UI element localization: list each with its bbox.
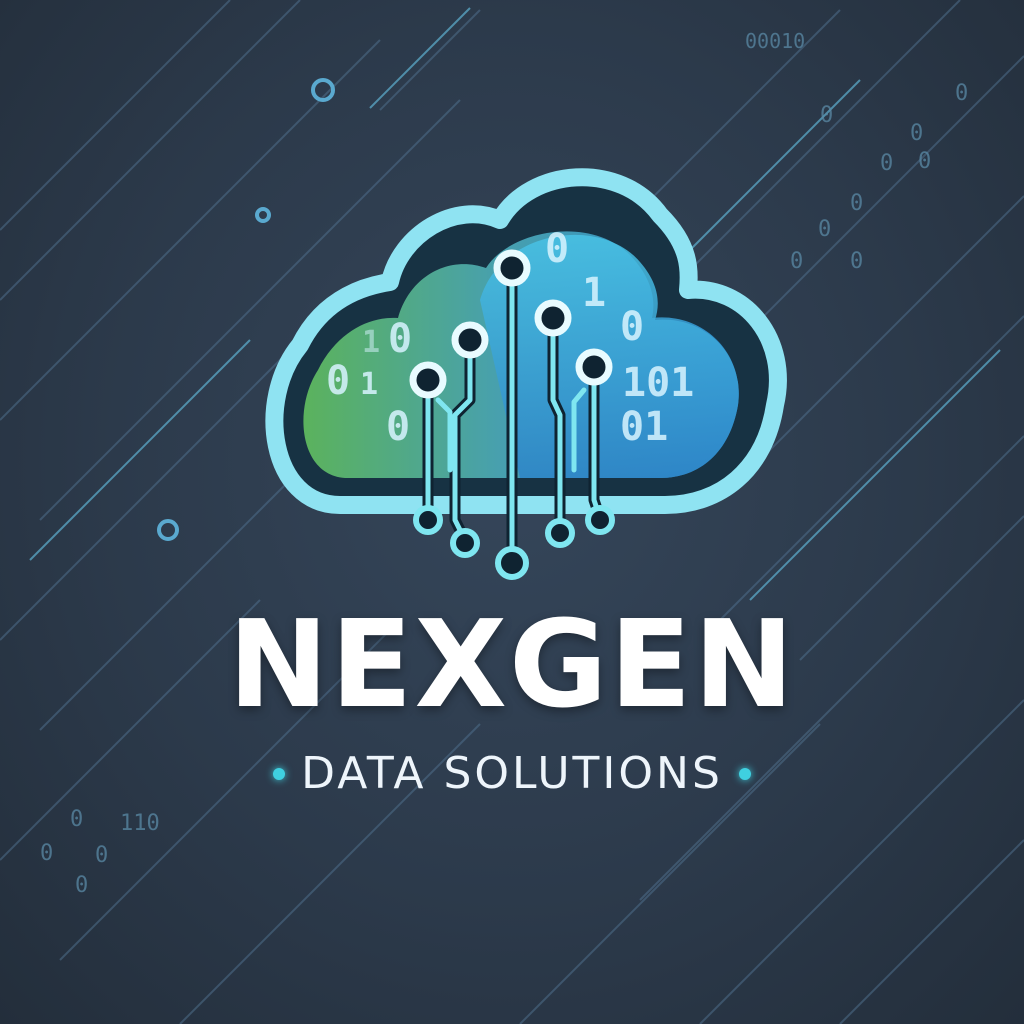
svg-text:0: 0 (95, 843, 108, 868)
svg-text:0: 0 (818, 217, 831, 242)
svg-text:0: 0 (75, 873, 88, 898)
svg-text:0: 0 (955, 81, 968, 106)
svg-text:0: 0 (40, 841, 53, 866)
svg-text:0: 0 (918, 149, 931, 174)
accent-dot-right (738, 768, 751, 780)
svg-text:1: 1 (582, 270, 606, 316)
svg-text:1: 1 (362, 325, 380, 360)
tagline: DATA SOLUTIONS (301, 748, 723, 799)
svg-text:0: 0 (850, 191, 863, 216)
svg-text:0: 0 (70, 807, 83, 832)
svg-text:101: 101 (622, 360, 694, 406)
svg-text:00010: 00010 (745, 29, 805, 53)
circuit-end-nodes (413, 505, 615, 580)
circuit-nodes (409, 249, 613, 399)
svg-text:0: 0 (910, 121, 923, 146)
svg-text:0: 0 (326, 358, 350, 404)
svg-text:0: 0 (545, 226, 569, 272)
svg-text:0: 0 (388, 316, 412, 362)
tagline-row: DATA SOLUTIONS (0, 746, 1024, 802)
svg-text:1: 1 (360, 367, 378, 402)
svg-text:110: 110 (120, 811, 160, 836)
brand-name: NEXGEN (228, 596, 796, 735)
svg-text:0: 0 (620, 304, 644, 350)
svg-text:0: 0 (386, 404, 410, 450)
cloud-binary: 0 1 0 1 0 1 0 0 101 01 (326, 226, 694, 450)
svg-text:0: 0 (790, 249, 803, 274)
svg-text:01: 01 (620, 404, 668, 450)
accent-dot-left (273, 768, 286, 780)
svg-text:0: 0 (820, 103, 833, 128)
background-binary: 0 0 0 00010 0 0 0 0 0 0 110 0 0 0 0 (40, 29, 968, 898)
svg-text:0: 0 (850, 249, 863, 274)
svg-text:0: 0 (880, 151, 893, 176)
